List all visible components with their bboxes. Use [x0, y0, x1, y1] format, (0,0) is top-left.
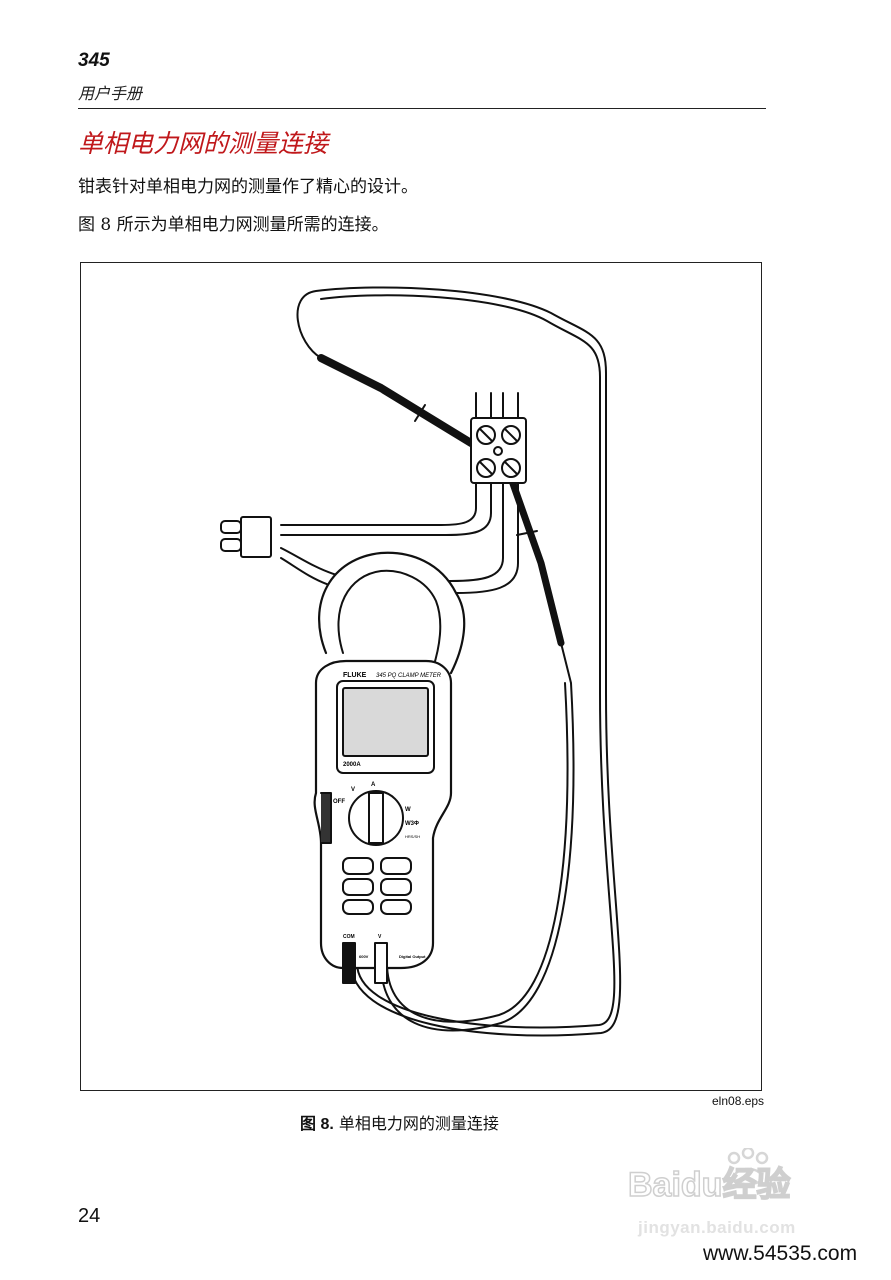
meter-range: 2000A: [343, 762, 361, 768]
manual-subtitle: 用户手册: [78, 84, 143, 103]
dial-w3: W3Φ: [405, 821, 419, 827]
dial-a: A: [371, 782, 376, 788]
black-test-lead: [296, 286, 622, 1037]
mains-plug: [240, 516, 272, 558]
figure-caption-number: 图 8.: [300, 1116, 334, 1133]
digital-output-label: Digital Output: [399, 954, 426, 959]
dial-v: V: [351, 787, 355, 793]
dial-off: OFF: [333, 799, 345, 805]
black-probe: [317, 354, 475, 447]
dial-w: W: [405, 807, 411, 813]
svg-text:Baidu经验: Baidu经验: [628, 1165, 790, 1204]
manual-model: 345: [78, 50, 110, 71]
red-test-lead: [380, 642, 575, 1032]
page-number: 24: [78, 1205, 101, 1227]
dial-hrs: HRS/SH: [405, 834, 420, 839]
red-probe: [507, 474, 565, 647]
paragraph-2: 图 8 所示为单相电力网测量所需的连接。: [78, 215, 389, 235]
jack-com: COM: [343, 934, 355, 940]
watermark-url-small: jingyan.baidu.com: [638, 1218, 796, 1237]
figure-caption-text: 单相电力网的测量连接: [333, 1114, 499, 1133]
jack-v: V: [378, 934, 382, 940]
mains-wire-1: [280, 482, 477, 526]
baidu-watermark-logo: Baidu经验: [627, 1148, 791, 1204]
paragraph-1: 钳表针对单相电力网的测量作了精心的设计。: [78, 177, 418, 197]
header-divider: [78, 108, 766, 109]
clamp-meter-wiring-diagram: FLUKE 345 PQ CLAMP METER 2000A OFF V A W…: [220, 286, 622, 1037]
jack-rating: 600V: [359, 954, 369, 959]
meter-model-label: 345 PQ CLAMP METER: [376, 673, 442, 679]
meter-display: [342, 687, 429, 757]
section-title: 单相电力网的测量连接: [78, 129, 329, 158]
meter-brand: FLUKE: [343, 672, 367, 679]
figure-file-name: eln08.eps: [712, 1094, 765, 1108]
figure-frame: FLUKE 345 PQ CLAMP METER 2000A OFF V A W…: [80, 262, 762, 1091]
watermark-site-url: www.54535.com: [703, 1242, 858, 1265]
figure-caption: 图 8. 单相电力网的测量连接: [300, 1110, 499, 1134]
